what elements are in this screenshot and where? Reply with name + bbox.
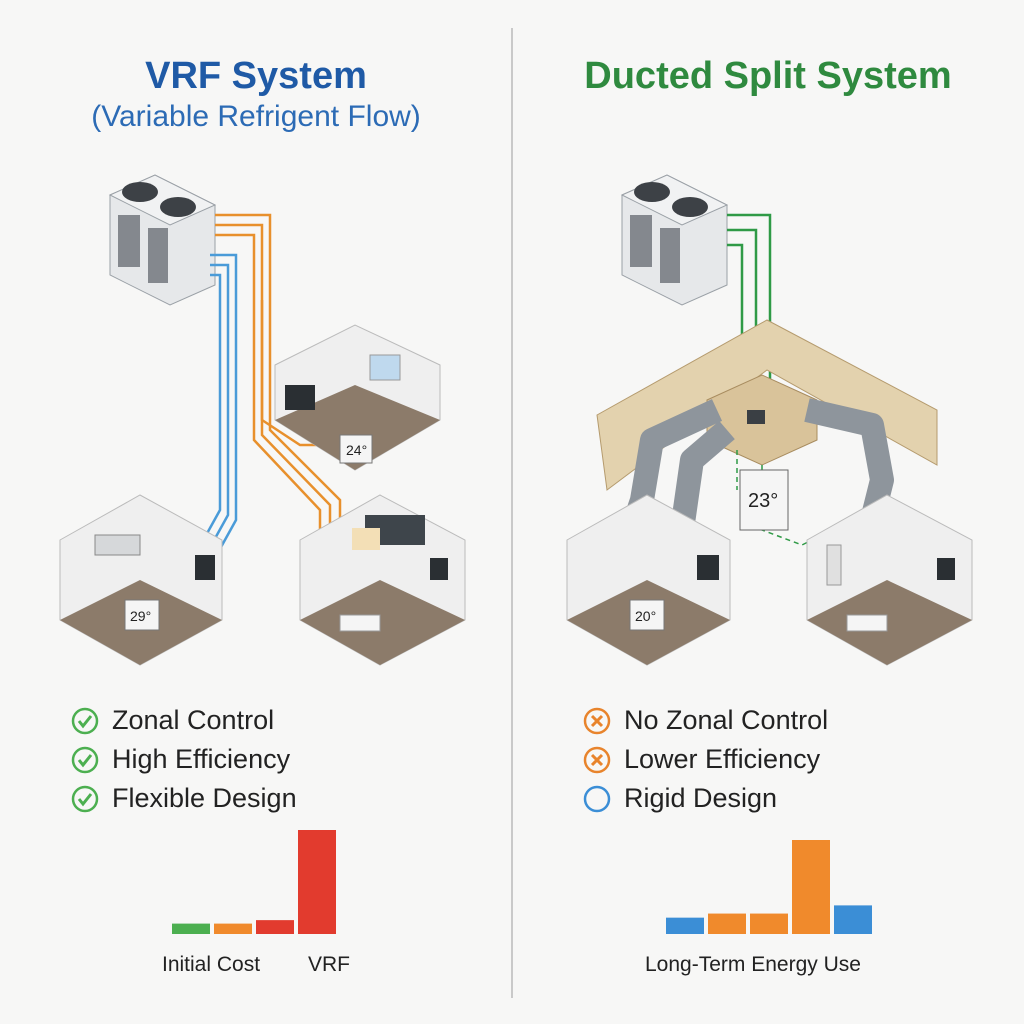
vrf-subtitle: (Variable Refrigent Flow) [91, 100, 421, 133]
vrf-feature-design: Flexible Design [70, 783, 297, 814]
ducted-air-handler [706, 374, 818, 466]
ducted-feature-label: Rigid Design [624, 783, 778, 813]
vrf-cost-bar-2 [256, 920, 294, 934]
check-circle-icon [71, 785, 99, 812]
vrf-panel: VRF System (Variable Refrigent Flow) [59, 55, 466, 976]
vrf-diagram: 24° 29° [59, 174, 466, 666]
ducted-room-left: 20° [566, 494, 731, 666]
vrf-feature-zonal: Zonal Control [70, 705, 274, 736]
ducted-energy-bar-1 [708, 913, 746, 934]
vrf-chart-label-initial: Initial Cost [162, 953, 261, 976]
ducted-title: Ducted Split System [584, 55, 952, 97]
vrf-outdoor-unit [108, 174, 217, 306]
panel-divider [511, 28, 513, 998]
check-circle-icon [71, 746, 99, 773]
ducted-energy-bar-3 [792, 840, 830, 934]
ducted-chart-label-energy: Long-Term Energy Use [645, 953, 861, 976]
ducted-feature-label: Lower Efficiency [624, 744, 821, 774]
check-circle-icon [71, 707, 99, 734]
ducted-feature-label: No Zonal Control [624, 705, 829, 735]
vrf-room-right [299, 494, 466, 666]
ducted-ceiling-panel [596, 319, 938, 491]
ducted-diagram: 23° 20° [566, 174, 973, 666]
ducted-outdoor-unit [620, 174, 729, 306]
ducted-room-right [806, 494, 973, 666]
vrf-cost-bar-3 [298, 830, 336, 934]
ducted-thermostat-left: 20° [635, 608, 656, 624]
vrf-cost-chart [172, 830, 336, 934]
ducted-energy-bar-4 [834, 905, 872, 934]
ducted-energy-bar-2 [750, 913, 788, 934]
ducted-feature-design: Rigid Design [582, 783, 777, 814]
ducted-energy-chart [666, 840, 872, 934]
vrf-feature-label: Flexible Design [112, 783, 297, 813]
vrf-room-left: 29° [59, 494, 223, 666]
cross-circle-icon [583, 707, 611, 734]
vrf-cost-bar-0 [172, 923, 210, 934]
ducted-central-thermostat: 23° [739, 469, 789, 531]
vrf-cost-bar-1 [214, 923, 252, 934]
vrf-room-upper: 24° [274, 324, 441, 471]
vrf-title: VRF System [145, 55, 367, 97]
vrf-chart-label-vrf: VRF [308, 953, 350, 976]
vrf-thermostat-left: 29° [130, 608, 151, 624]
vrf-feature-label: High Efficiency [112, 744, 291, 774]
ducted-feature-efficiency: Lower Efficiency [582, 744, 820, 775]
vrf-feature-efficiency: High Efficiency [70, 744, 290, 775]
ducted-feature-zonal: No Zonal Control [582, 705, 828, 736]
cross-circle-icon [583, 746, 611, 773]
ducted-panel: Ducted Split System [512, 0, 1024, 1024]
vrf-thermostat-upper: 24° [346, 442, 367, 458]
ducted-thermostat-central: 23° [748, 490, 778, 512]
circle-icon [583, 785, 611, 812]
ducted-energy-bar-0 [666, 917, 704, 934]
vrf-feature-label: Zonal Control [112, 705, 275, 735]
